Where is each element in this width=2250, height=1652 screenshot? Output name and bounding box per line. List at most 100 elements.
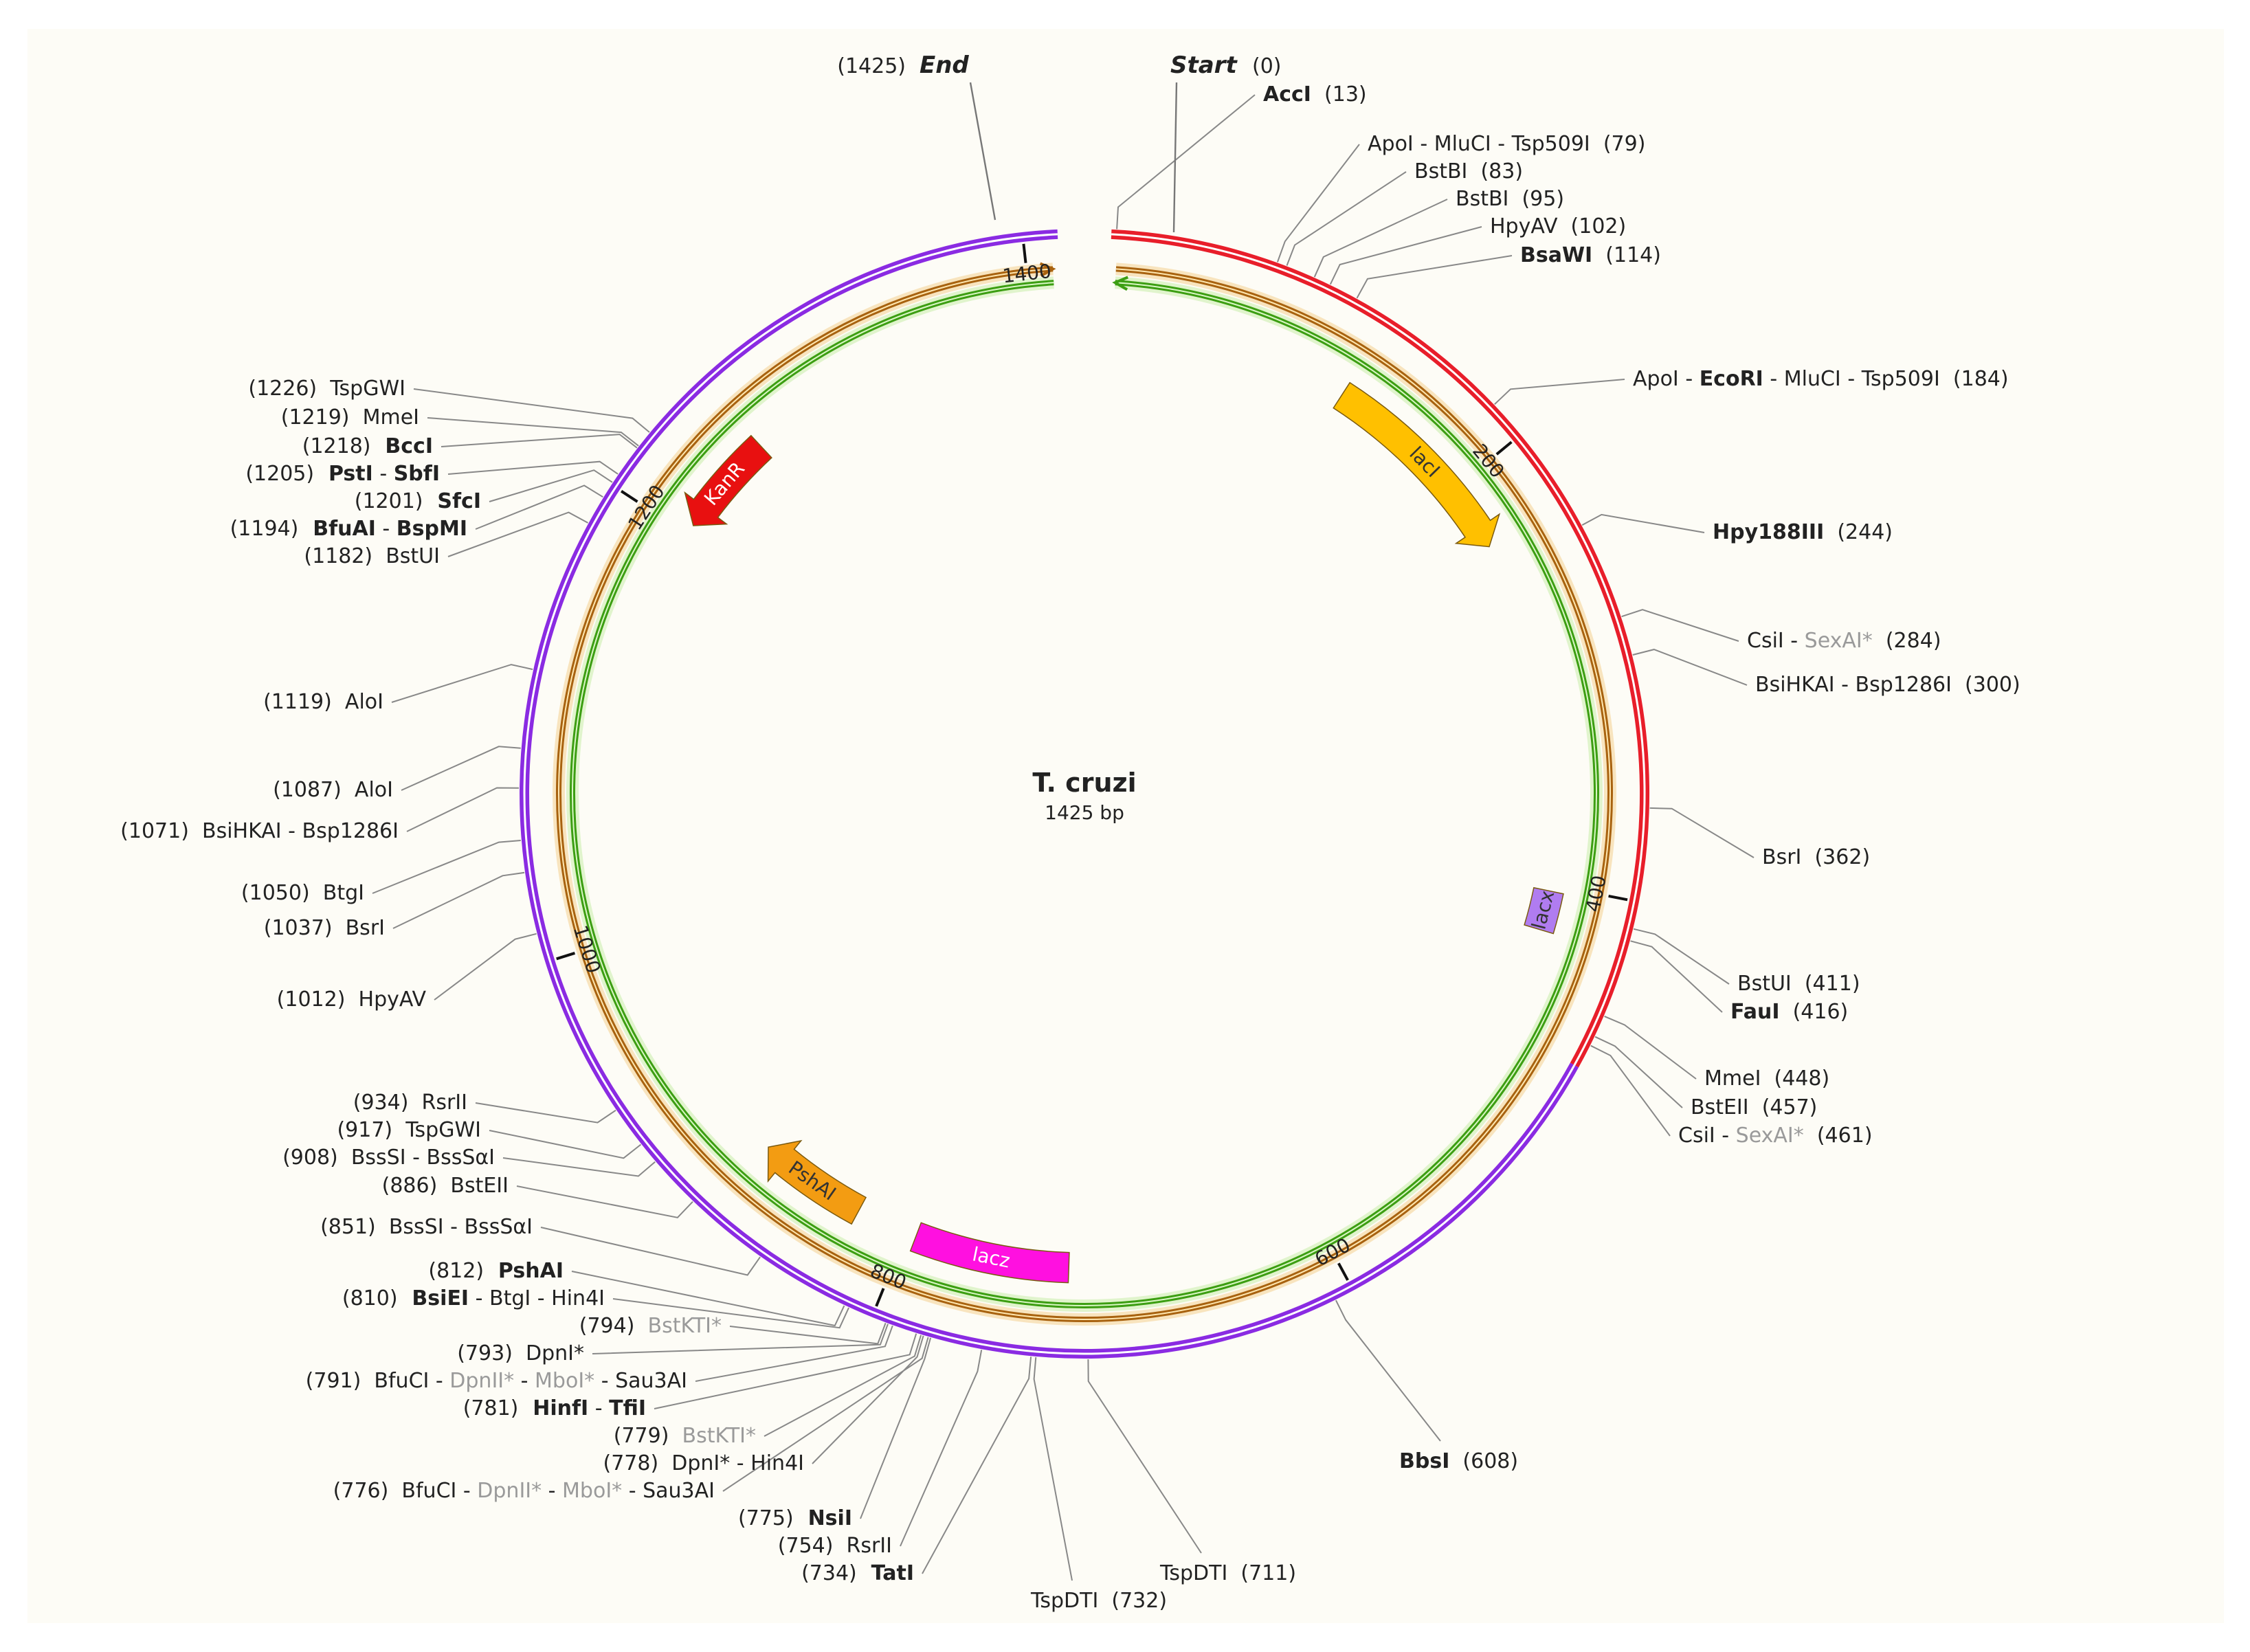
svg-text:BstBI (95): BstBI (95) xyxy=(1456,187,1564,211)
site-label: (779) BstKTI* xyxy=(614,1424,756,1448)
restriction-site-labels: AccI (13) ApoI - MluCI - Tsp509I (79) BstB… xyxy=(120,82,2020,1613)
leader-line xyxy=(1335,1299,1441,1442)
leader-line xyxy=(654,1333,917,1409)
end-marker: (1425) End xyxy=(837,52,996,221)
leader-line xyxy=(489,1130,642,1159)
svg-text:TspDTI (732): TspDTI (732) xyxy=(1030,1589,1167,1613)
site-label: (1087) AloI xyxy=(273,778,393,802)
leader-line xyxy=(812,1335,924,1464)
site-label: (812) PshAI xyxy=(428,1259,564,1283)
site-label: (791) BfuCI - DpnII* - MboI* - Sau3AI xyxy=(306,1369,687,1393)
leader-line xyxy=(502,1157,656,1177)
leader-line xyxy=(922,1357,1032,1574)
site-label: ApoI - MluCI - Tsp509I (79) xyxy=(1368,132,1645,156)
leader-line xyxy=(1494,379,1625,405)
leader-line xyxy=(372,840,521,894)
site-label: (778) DpnI* - Hin4I xyxy=(603,1451,805,1475)
feature-laci xyxy=(1333,381,1501,548)
site-leader-lines xyxy=(372,94,1755,1581)
site-label: (810) BsiEI - BtgI - Hin4I xyxy=(342,1286,605,1310)
svg-text:CsiI - SexAI* (284): CsiI - SexAI* (284) xyxy=(1747,629,1941,653)
leader-line xyxy=(516,1185,693,1218)
svg-text:(934) RsrII: (934) RsrII xyxy=(353,1091,467,1115)
svg-text:(1071) BsiHKAI - Bsp1286I: (1071) BsiHKAI - Bsp1286I xyxy=(120,819,399,843)
leader-line xyxy=(764,1335,922,1437)
tick-mark xyxy=(1022,243,1027,263)
svg-text:(1182) BstUI: (1182) BstUI xyxy=(304,544,440,568)
reverse-strand-arrowhead xyxy=(1112,276,1128,291)
map-background xyxy=(27,29,2224,1623)
leader-line xyxy=(540,1227,761,1276)
leader-line xyxy=(447,460,619,475)
leader-line xyxy=(1581,513,1705,533)
site-label: (1201) SfcI xyxy=(355,489,481,513)
svg-text:CsiI - SexAI* (461): CsiI - SexAI* (461) xyxy=(1678,1124,1873,1148)
leader-line xyxy=(722,1337,929,1492)
site-label: (1219) MmeI xyxy=(281,405,419,429)
tick-mark xyxy=(620,490,638,503)
leader-line xyxy=(1632,649,1748,686)
svg-text:(793) DpnI*: (793) DpnI* xyxy=(457,1341,584,1365)
site-label: HpyAV (102) xyxy=(1490,214,1626,238)
site-label: (775) NsiI xyxy=(738,1506,852,1530)
site-label: TspDTI (711) xyxy=(1159,1561,1296,1585)
svg-text:(781) HinfI - TfiI: (781) HinfI - TfiI xyxy=(463,1396,646,1420)
svg-text:(1218) BccI: (1218) BccI xyxy=(302,434,433,458)
site-label: BsaWI (114) xyxy=(1520,243,1661,267)
tick-mark xyxy=(556,952,576,961)
svg-text:(1012) HpyAV: (1012) HpyAV xyxy=(277,987,427,1012)
leader-line xyxy=(1033,1357,1073,1581)
site-label: (734) TatI xyxy=(801,1561,914,1585)
site-label: (794) BstKTI* xyxy=(579,1314,722,1338)
svg-text:FauI (416): FauI (416) xyxy=(1730,1000,1848,1024)
leader-line xyxy=(729,1323,887,1345)
tick-mark xyxy=(1608,894,1628,902)
site-label: (1012) HpyAV xyxy=(277,987,427,1012)
feature-kanr xyxy=(684,434,772,526)
leader-line xyxy=(475,1102,616,1124)
site-label: ApoI - EcoRI - MluCI - Tsp509I (184) xyxy=(1633,367,2009,391)
tick-label: 1400 xyxy=(1001,260,1052,288)
leader-line xyxy=(475,484,603,530)
svg-text:BstUI (411): BstUI (411) xyxy=(1737,972,1860,996)
svg-text:(886) BstEII: (886) BstEII xyxy=(382,1174,509,1198)
leader-line xyxy=(1116,94,1256,230)
site-label: (1037) BsrI xyxy=(264,916,385,940)
leader-line xyxy=(695,1325,893,1382)
leader-line xyxy=(1590,1045,1671,1137)
svg-text:AccI (13): AccI (13) xyxy=(1263,82,1367,107)
site-label: (1182) BstUI xyxy=(304,544,440,568)
svg-text:BstBI (83): BstBI (83) xyxy=(1414,159,1523,183)
svg-text:BstEII (457): BstEII (457) xyxy=(1691,1095,1817,1119)
site-label: BstEII (457) xyxy=(1691,1095,1817,1119)
svg-text:(734) TatI: (734) TatI xyxy=(801,1561,914,1585)
backbone-rings xyxy=(520,229,1649,1359)
leader-line xyxy=(1649,807,1755,858)
site-label: (934) RsrII xyxy=(353,1091,467,1115)
svg-text:(775) NsiI: (775) NsiI xyxy=(738,1506,852,1530)
plasmid-length: 1425 bp xyxy=(1045,801,1124,824)
svg-text:(1119) AloI: (1119) AloI xyxy=(263,690,383,714)
site-label: BstBI (83) xyxy=(1414,159,1523,183)
site-label: BbsI (608) xyxy=(1399,1449,1518,1473)
leader-line xyxy=(1087,1359,1202,1554)
leader-line xyxy=(860,1337,932,1519)
svg-text:(1219) MmeI: (1219) MmeI xyxy=(281,405,419,429)
svg-text:(1205) PstI - SbfI: (1205) PstI - SbfI xyxy=(245,462,440,486)
svg-text:(1226) TspGWI: (1226) TspGWI xyxy=(248,377,405,401)
forward-strand-arrowhead xyxy=(1039,262,1056,278)
svg-text:TspDTI (711): TspDTI (711) xyxy=(1159,1561,1296,1585)
site-label: CsiI - SexAI* (461) xyxy=(1678,1124,1873,1148)
svg-text:(1201) SfcI: (1201) SfcI xyxy=(355,489,481,513)
svg-text:(794) BstKTI*: (794) BstKTI* xyxy=(579,1314,722,1338)
site-label: (781) HinfI - TfiI xyxy=(463,1396,646,1420)
end-position: (1425) xyxy=(837,54,906,78)
feature-lacx xyxy=(1524,886,1564,935)
site-label: (851) BssSI - BssSαI xyxy=(320,1215,533,1239)
tick-mark xyxy=(1337,1262,1349,1281)
leader-line xyxy=(612,1298,849,1329)
site-label: (1194) BfuAI - BspMI xyxy=(230,517,467,541)
svg-text:(1050) BtgI: (1050) BtgI xyxy=(241,881,364,905)
